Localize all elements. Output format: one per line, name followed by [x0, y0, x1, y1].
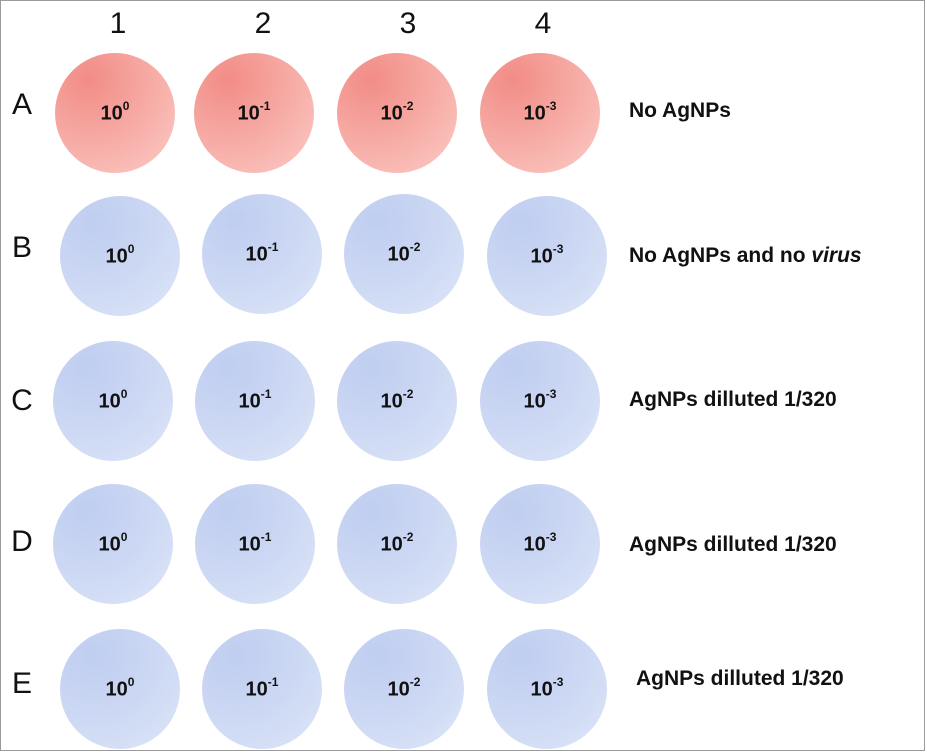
well-b4: 10-3: [487, 196, 607, 316]
well-b1: 100: [60, 196, 180, 316]
dilution-label: 10-1: [238, 386, 272, 413]
column-header-4: 4: [534, 7, 552, 40]
dilution-label: 100: [98, 529, 128, 556]
well-d4: 10-3: [480, 484, 600, 604]
dilution-label: 10-3: [523, 98, 557, 125]
row-label-c: AgNPs dilluted 1/320: [629, 388, 837, 411]
well-e2: 10-1: [202, 629, 322, 749]
column-header-3: 3: [399, 7, 417, 40]
dilution-label: 10-2: [380, 529, 414, 556]
well-c4: 10-3: [480, 341, 600, 461]
well-c3: 10-2: [337, 341, 457, 461]
dilution-label: 10-1: [237, 98, 271, 125]
row-label-a: No AgNPs: [629, 99, 731, 122]
dilution-label: 10-2: [387, 239, 421, 266]
row-header-d: D: [11, 525, 33, 558]
row-label-d: AgNPs dilluted 1/320: [629, 533, 837, 556]
dilution-label: 10-2: [380, 386, 414, 413]
well-e3: 10-2: [344, 629, 464, 749]
dilution-label: 100: [105, 241, 135, 268]
column-header-1: 1: [109, 7, 127, 40]
row-header-e: E: [11, 667, 32, 700]
dilution-label: 100: [98, 386, 128, 413]
well-e4: 10-3: [487, 629, 607, 749]
dilution-label: 10-3: [530, 674, 564, 701]
well-b3: 10-2: [344, 194, 464, 314]
row-header-a: A: [11, 88, 32, 121]
row-label-b: No AgNPs and no virus: [629, 244, 862, 267]
dilution-label: 100: [105, 674, 135, 701]
row-header-b: B: [11, 231, 32, 264]
dilution-label: 10-1: [238, 529, 272, 556]
well-d1: 100: [53, 484, 173, 604]
dilution-label: 10-2: [387, 674, 421, 701]
dilution-label: 10-2: [380, 98, 414, 125]
dilution-label: 10-1: [245, 239, 279, 266]
dilution-label: 10-3: [530, 241, 564, 268]
row-label-e: AgNPs dilluted 1/320: [636, 667, 844, 690]
well-e1: 100: [60, 629, 180, 749]
well-a4: 10-3: [480, 53, 600, 173]
row-header-c: C: [11, 384, 33, 417]
well-a1: 100: [55, 53, 175, 173]
dilution-label: 100: [100, 98, 130, 125]
dilution-label: 10-3: [523, 386, 557, 413]
well-c1: 100: [53, 341, 173, 461]
well-a3: 10-2: [337, 53, 457, 173]
well-c2: 10-1: [195, 341, 315, 461]
dilution-label: 10-1: [245, 674, 279, 701]
well-d3: 10-2: [337, 484, 457, 604]
well-d2: 10-1: [195, 484, 315, 604]
well-a2: 10-1: [194, 53, 314, 173]
well-b2: 10-1: [202, 194, 322, 314]
column-header-2: 2: [254, 7, 272, 40]
dilution-label: 10-3: [523, 529, 557, 556]
